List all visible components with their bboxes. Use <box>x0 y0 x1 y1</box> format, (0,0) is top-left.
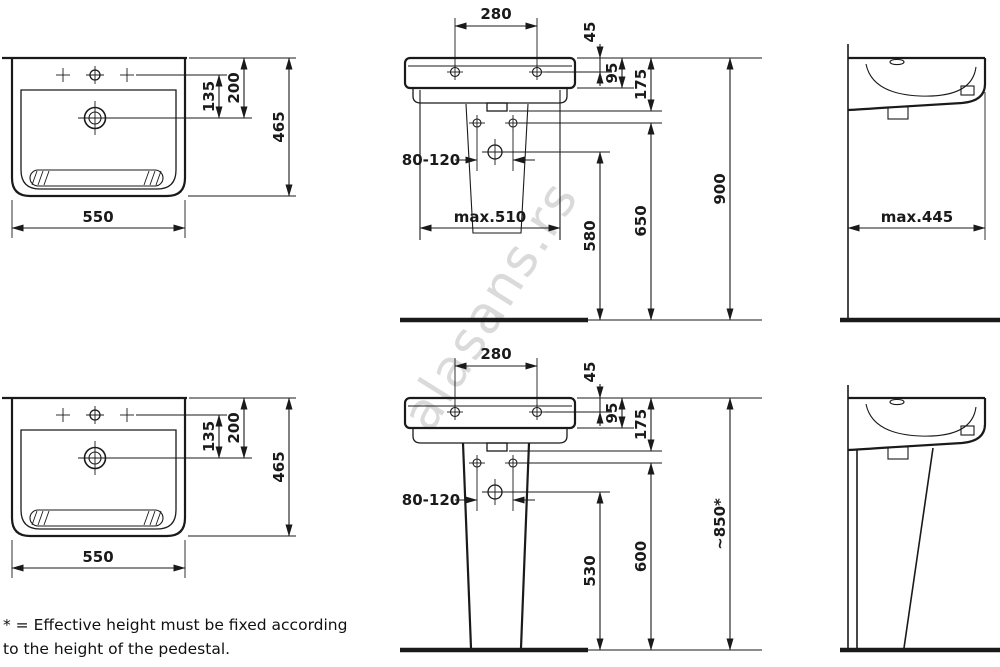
dim-hole-to-tap-135: 135 <box>200 81 218 112</box>
bottom-plan-view: 550 135 200 465 <box>0 396 296 578</box>
dim-rim-depth-95: 95 <box>603 403 621 424</box>
dim-depth-465: 465 <box>270 111 288 142</box>
dim-bolt-height-600: 600 <box>632 541 650 572</box>
dim-max-depth-445: max.445 <box>881 208 953 226</box>
dim-rim-depth-95: 95 <box>603 63 621 84</box>
dim-drain-height-580: 580 <box>581 220 599 251</box>
dim-bolt-spacing-80-120: 80-120 <box>402 491 460 509</box>
dim-drain-height-530: 530 <box>581 555 599 586</box>
bottom-front-view: 280 80-120 45 95 175 530 600 ~850* <box>400 345 762 653</box>
dim-rim-height-850: ~850* <box>711 498 729 550</box>
dim-width-550: 550 <box>82 208 113 226</box>
top-side-view: max.445 <box>840 44 1000 323</box>
footnote-line-1: * = Effective height must be fixed accor… <box>3 616 347 634</box>
dim-hole-to-tap-135: 135 <box>200 421 218 452</box>
pedestal-side-outline <box>856 447 934 649</box>
dim-hole-spacing-280: 280 <box>480 345 511 363</box>
bottom-side-view <box>840 385 1000 653</box>
dim-width-550: 550 <box>82 548 113 566</box>
dim-bolt-height-650: 650 <box>632 205 650 236</box>
footnote-line-2: to the height of the pedestal. <box>3 640 230 658</box>
top-plan-view: 550 135 200 465 <box>0 56 296 238</box>
pedestal-outline <box>461 442 531 649</box>
dim-top-to-hole-45: 45 <box>581 22 599 43</box>
dim-max-width-510: max.510 <box>454 208 526 226</box>
dim-back-to-tap-200: 200 <box>225 72 243 103</box>
dim-top-to-hole-45: 45 <box>581 362 599 383</box>
dim-back-to-tap-200: 200 <box>225 412 243 443</box>
dim-bolt-spacing-80-120: 80-120 <box>402 151 460 169</box>
footnote: * = Effective height must be fixed accor… <box>3 616 347 658</box>
dim-apron-depth-175: 175 <box>632 69 650 100</box>
dim-depth-465: 465 <box>270 451 288 482</box>
dim-rim-height-900: 900 <box>711 173 729 204</box>
top-front-view: 280 80-120 max.510 45 95 175 580 650 <box>400 5 762 323</box>
dim-hole-spacing-280: 280 <box>480 5 511 23</box>
dim-apron-depth-175: 175 <box>632 409 650 440</box>
